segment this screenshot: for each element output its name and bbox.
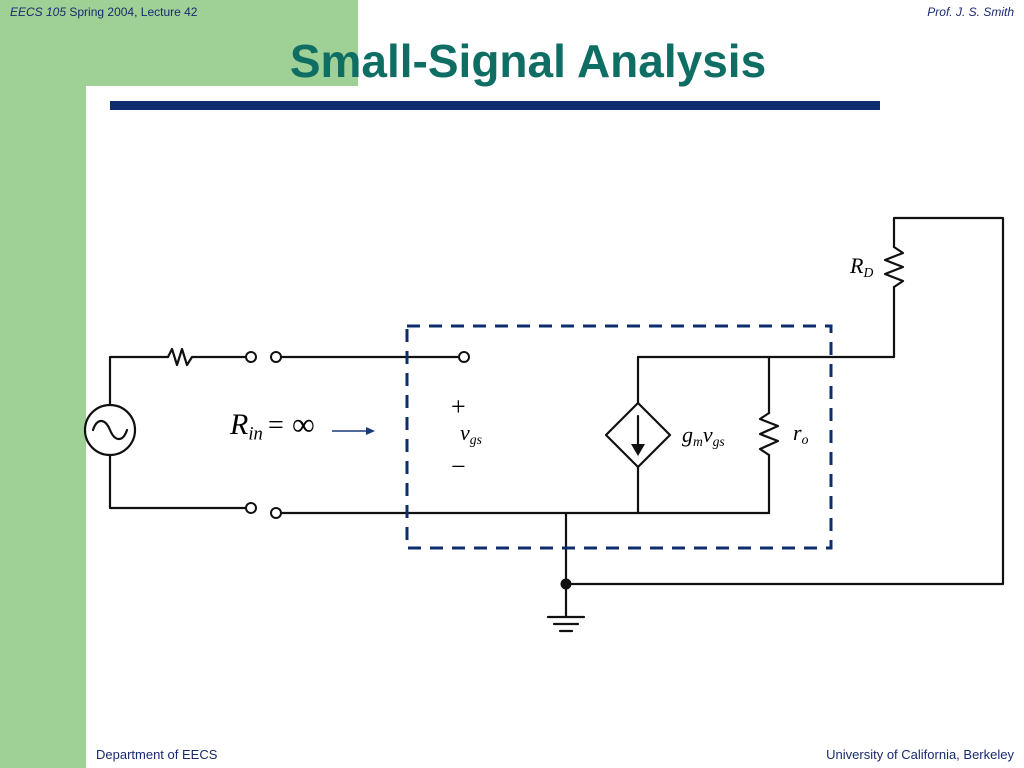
term-lecture: Spring 2004, Lecture 42 [66,5,198,19]
rd-resistor-zigzag [883,245,905,289]
wire-source-bottom [108,453,248,510]
input-resistor-zigzag [166,347,198,367]
input-terminal-bottom-right [270,507,282,519]
vgs-minus-sign: − [451,452,466,481]
ro-resistor-zigzag [758,411,780,457]
gm-vgs-label: gmvgs [682,422,725,450]
rin-equals: = [268,410,284,441]
input-terminal-top-left [245,351,257,363]
page-title: Small-Signal Analysis [289,35,767,87]
footer-department: Department of EECS [96,747,218,762]
rin-label: Rin [230,408,263,445]
rd-label: RD [850,253,874,281]
vgs-label: vgs [460,420,482,448]
rin-infinity: ∞ [292,406,315,442]
input-terminal-top-right [270,351,282,363]
content-area [86,86,1024,768]
input-terminal-bottom-left [245,502,257,514]
ac-source-icon [83,403,137,457]
title-underline [110,101,880,110]
course-code: EECS 105 [10,5,67,19]
footer-university: University of California, Berkeley [826,747,1014,762]
current-arrow-head-icon [631,444,645,456]
rin-arrow-head-icon [366,427,375,435]
author-header: Prof. J. S. Smith [927,5,1014,19]
vgs-plus-sign: + [451,392,466,421]
ro-label: ro [793,420,809,448]
gate-terminal [458,351,470,363]
small-signal-model-box [405,324,833,550]
sidebar-band [0,0,86,768]
header-band [0,0,358,86]
ground-junction-dot [560,578,572,590]
wire-source-top [108,355,170,407]
course-header: EECS 105 Spring 2004, Lecture 42 [10,5,197,19]
sine-wave-icon [91,419,129,441]
dependent-current-source-icon [604,401,672,469]
rd-top-wire [564,216,1005,586]
